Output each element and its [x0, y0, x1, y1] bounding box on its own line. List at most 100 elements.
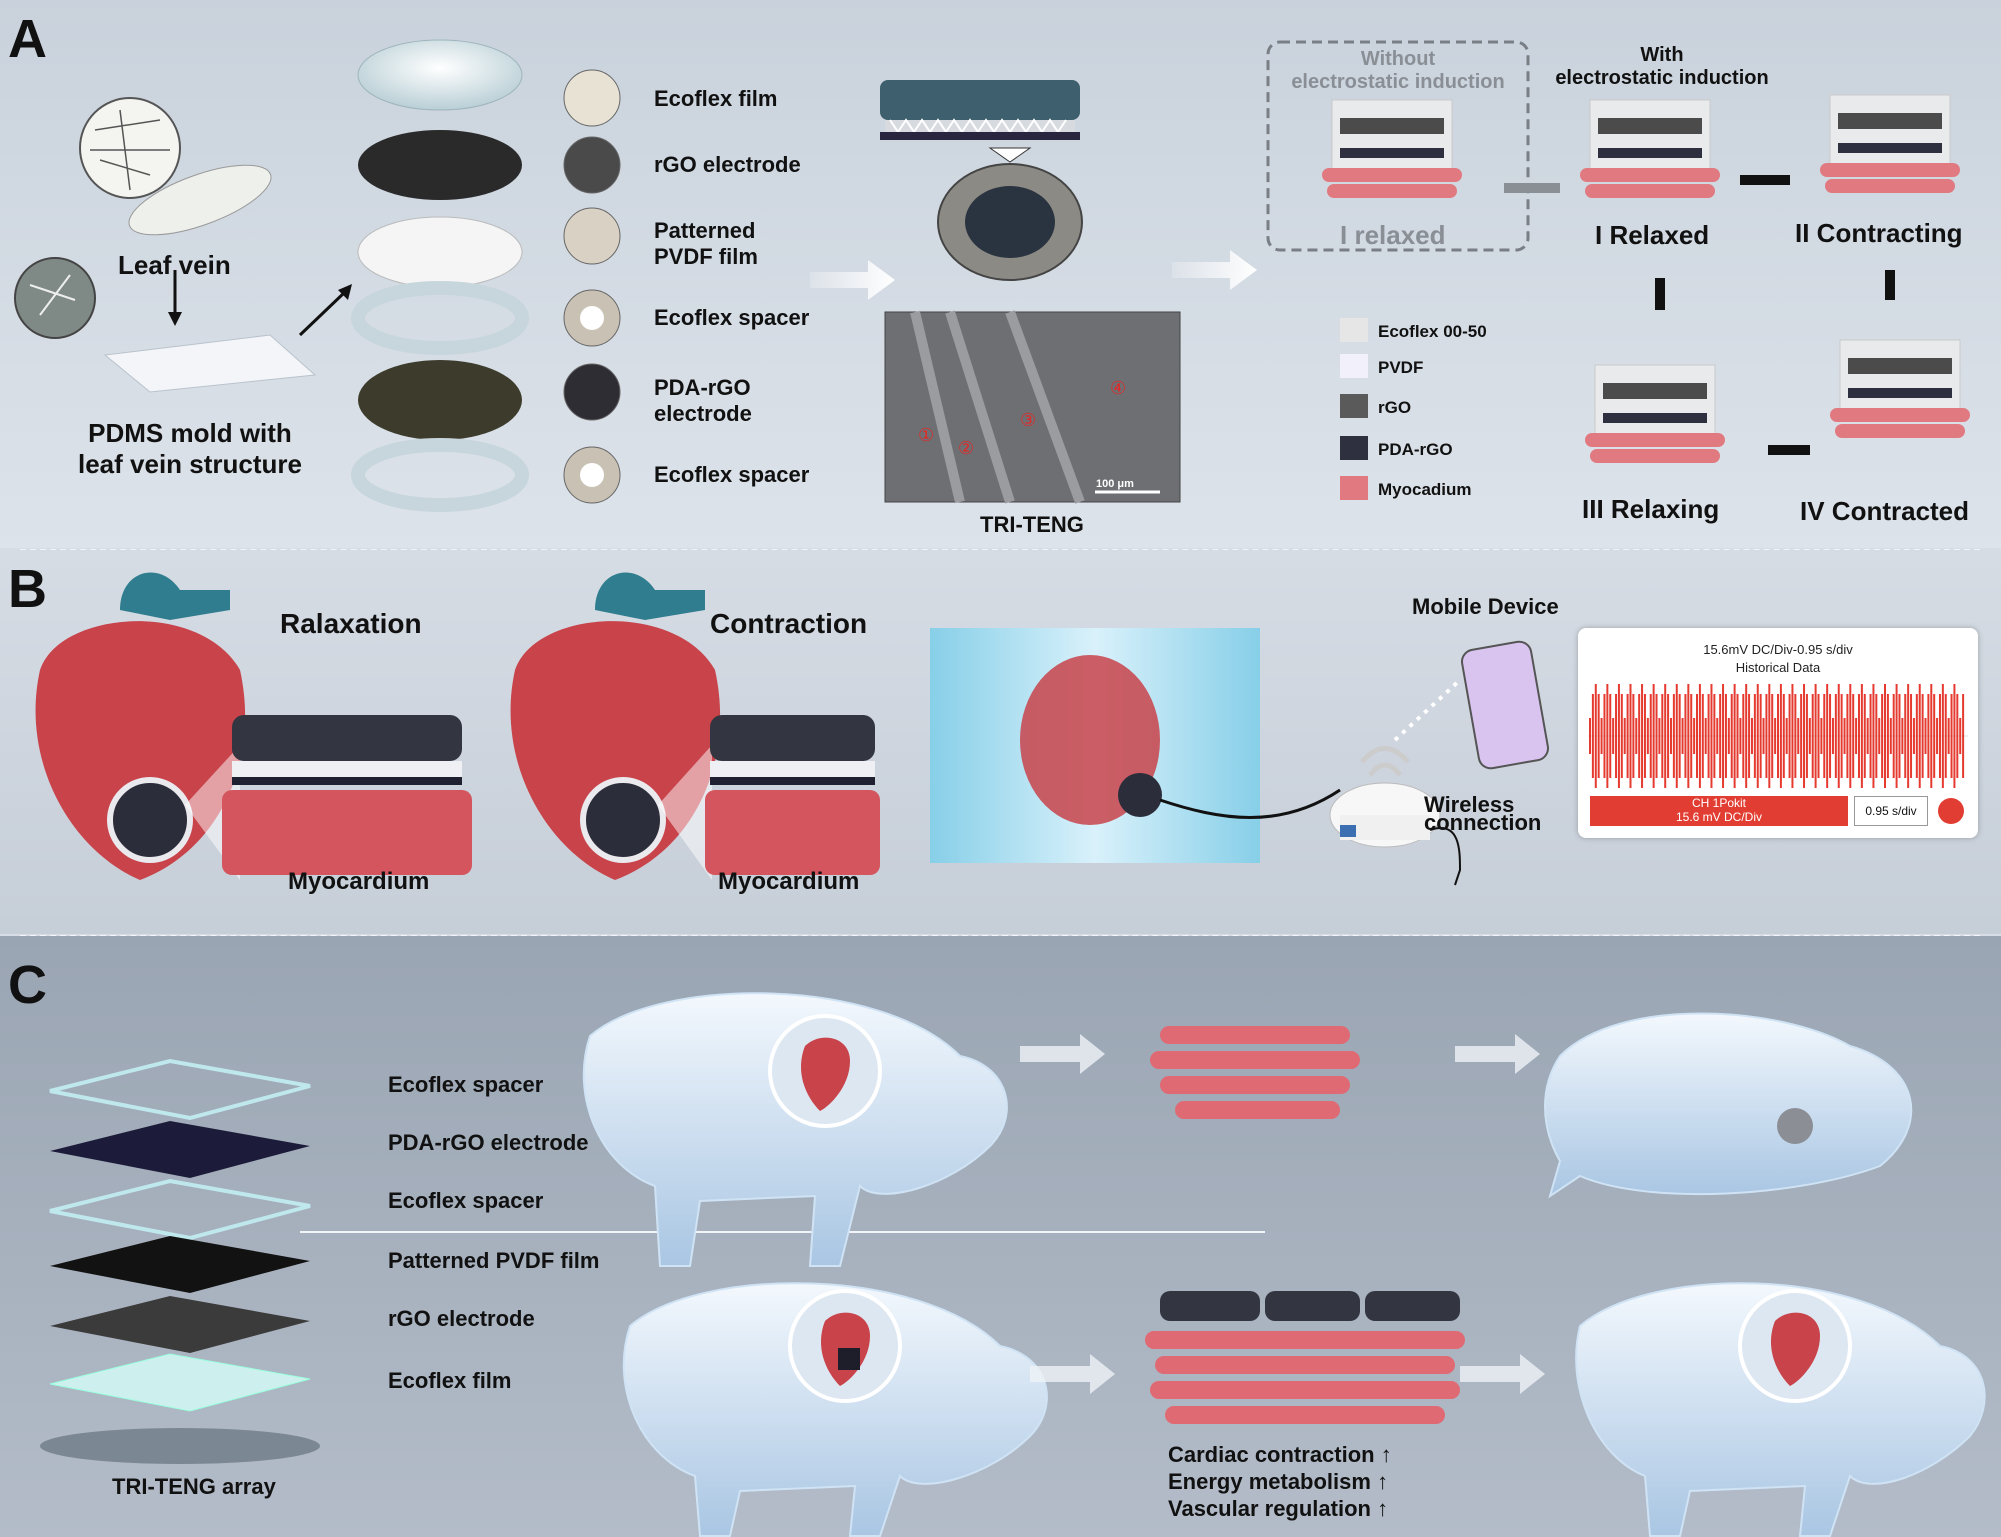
- scope-div-box[interactable]: 0.95 s/div: [1854, 796, 1928, 826]
- micro-pda: [563, 363, 621, 421]
- panel-c: C: [0, 936, 2001, 1537]
- effect-0: Cardiac contraction ↑: [1168, 1442, 1392, 1467]
- myocardium-label-2: Myocardium: [718, 868, 860, 895]
- panel-a: A: [0, 0, 2001, 548]
- state-2-label: II Contracting: [1795, 218, 1963, 248]
- oscilloscope-panel: 15.6mV DC/Div-0.95 s/div Historical Data…: [1578, 628, 1978, 838]
- state-box-0: [1331, 99, 1453, 171]
- layer-label-5: Ecoflex spacer: [654, 462, 810, 487]
- pda-rgo-layer: [358, 360, 522, 440]
- state-muscle-1: [1580, 168, 1720, 182]
- layer-label-0: Ecoflex film: [654, 86, 778, 111]
- panel-b-graphics: [35, 572, 1549, 886]
- sem-marker-2: ②: [958, 438, 975, 458]
- state-muscle-2: [1820, 163, 1960, 177]
- effect-1: Energy metabolism ↑: [1168, 1469, 1389, 1494]
- micro-pvdf: [563, 207, 621, 265]
- state-muscle-0: [1322, 168, 1462, 182]
- layer-label-4: PDA-rGO electrode: [654, 375, 752, 426]
- state-box-2: [1829, 94, 1951, 166]
- tri-teng-label: TRI-TENG: [980, 512, 1084, 537]
- tri-teng-device: [880, 80, 1080, 120]
- state-electrode-4: [1848, 358, 1952, 374]
- layer-label-1: rGO electrode: [654, 152, 801, 177]
- array-layer-5: Ecoflex film: [388, 1368, 512, 1393]
- leaf-vein-label: Leaf vein: [118, 250, 231, 280]
- state-electrode-1: [1598, 118, 1702, 134]
- panel-c-graphics: [40, 992, 1986, 1537]
- state-muscle-b-4: [1835, 424, 1965, 438]
- leaf-shape: [128, 164, 272, 236]
- state-4-label: IV Contracted: [1800, 496, 1970, 526]
- state-muscle-b-3: [1590, 449, 1720, 463]
- panel-c-label: C: [8, 955, 47, 1015]
- effect-2: Vascular regulation ↑: [1168, 1496, 1389, 1521]
- device-contraction: [705, 715, 880, 875]
- legend-label-3: PDA-rGO: [1378, 440, 1453, 459]
- relaxation-label: Ralaxation: [280, 608, 422, 639]
- micro-rgo: [563, 136, 621, 194]
- device-relaxation: [222, 715, 472, 875]
- pig-top: [582, 992, 1008, 1267]
- legend-label-1: PVDF: [1378, 358, 1424, 377]
- micro-ecoflex: [563, 69, 621, 127]
- muscle-top: [1150, 1026, 1360, 1119]
- state-1-label: I Relaxed: [1595, 220, 1710, 250]
- legend-label-2: rGO: [1378, 398, 1412, 417]
- scope-subheader: Historical Data: [1735, 660, 1821, 675]
- state-pda-3: [1603, 413, 1707, 423]
- state-muscle-3: [1585, 433, 1725, 447]
- state-3-label: III Relaxing: [1582, 494, 1720, 524]
- legend-label-0: Ecoflex 00-50: [1378, 322, 1487, 341]
- device-on-muscle: [1145, 1291, 1465, 1424]
- refresh-icon[interactable]: [1938, 798, 1964, 824]
- legend-label-4: Myocadium: [1378, 480, 1472, 499]
- legend-swatch-2: [1340, 394, 1368, 418]
- state-pda-4: [1848, 388, 1952, 398]
- rgo-electrode-layer: [358, 130, 522, 200]
- without-induction-box: [1266, 40, 1530, 252]
- ecoflex-film-layer: [357, 39, 523, 111]
- sem-marker-4: ④: [1110, 378, 1127, 398]
- legend-swatch-4: [1340, 476, 1368, 500]
- array-stack: [40, 1058, 320, 1464]
- mobile-phone: [1461, 640, 1549, 770]
- scope-signal: [1588, 684, 1968, 788]
- state-muscle-b-1: [1585, 184, 1715, 198]
- array-label: TRI-TENG array: [112, 1474, 276, 1499]
- state-box-3: [1594, 364, 1716, 436]
- sem-marker-3: ③: [1020, 410, 1037, 430]
- layer-label-2: Patterned PVDF film: [654, 218, 758, 269]
- mobile-device-label: Mobile Device: [1412, 594, 1559, 619]
- legend-swatch-0: [1340, 318, 1368, 342]
- state-electrode-0: [1340, 118, 1444, 134]
- sem-marker-1: ①: [918, 425, 935, 445]
- array-layer-0: Ecoflex spacer: [388, 1072, 544, 1097]
- state-pda-0: [1340, 148, 1444, 158]
- pdms-mold: [103, 334, 317, 393]
- legend-swatch-3: [1340, 436, 1368, 460]
- state-pda-1: [1598, 148, 1702, 158]
- legend-swatch-1: [1340, 354, 1368, 378]
- state-muscle-b-2: [1825, 179, 1955, 193]
- pig-bottom-right: [1575, 1282, 1986, 1537]
- state-relaxed-gray: I relaxed: [1340, 220, 1446, 250]
- pig-lying: [1544, 1012, 1913, 1199]
- state-pda-2: [1838, 143, 1942, 153]
- ecoflex-spacer-layer-2: [351, 438, 529, 512]
- panel-a-graphics: [14, 39, 1530, 512]
- mold-magnifier: [14, 257, 96, 339]
- contraction-label: Contraction: [710, 608, 868, 639]
- array-layer-4: rGO electrode: [388, 1306, 535, 1331]
- myocardium-label-1: Myocardium: [288, 868, 430, 895]
- panel-a-label: A: [8, 9, 47, 69]
- array-layer-2: Ecoflex spacer: [388, 1188, 544, 1213]
- state-muscle-4: [1830, 408, 1970, 422]
- ecoflex-spacer-layer: [351, 281, 529, 355]
- layer-label-3: Ecoflex spacer: [654, 305, 810, 330]
